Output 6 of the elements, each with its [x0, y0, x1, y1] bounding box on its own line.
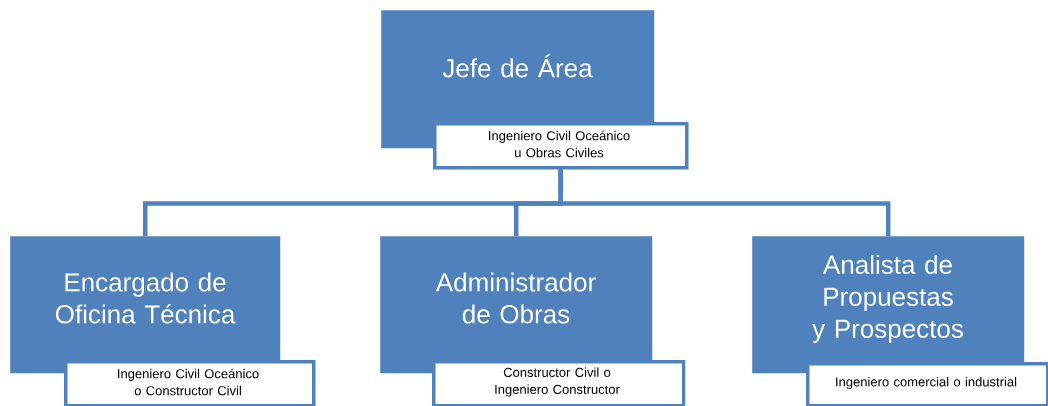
subtitle-box: Ingeniero comercial o industrial	[806, 362, 1048, 406]
subtitle-box: Ingeniero Civil Oceánico u Obras Civiles	[433, 122, 689, 170]
title-box: Analista de Propuestas y Prospectos	[752, 236, 1025, 374]
subtitle-box: Constructor Civil o Ingeniero Constructor	[432, 360, 686, 406]
connector-line	[558, 169, 891, 236]
subtitle-box: Ingeniero Civil Oceánico o Constructor Civil	[64, 360, 316, 406]
